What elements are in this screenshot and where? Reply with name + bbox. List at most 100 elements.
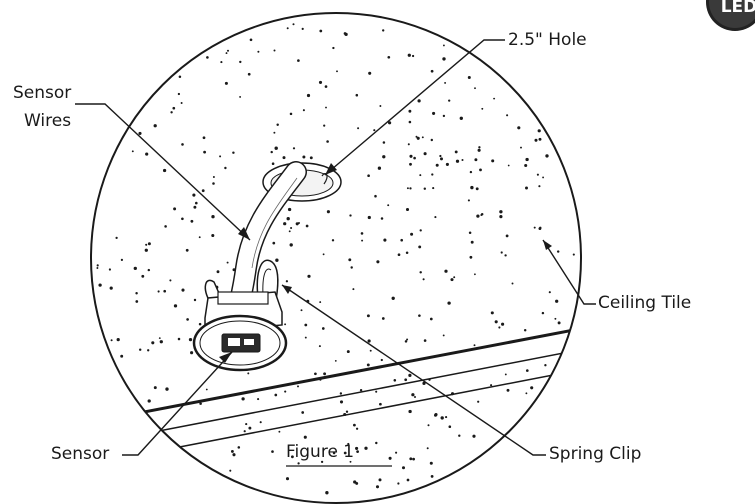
- speckle: [147, 399, 151, 403]
- speckle: [288, 230, 291, 233]
- speckle: [388, 121, 392, 125]
- speckle: [271, 162, 275, 165]
- speckle: [479, 168, 482, 172]
- speckle: [170, 111, 173, 114]
- speckle: [406, 338, 409, 341]
- speckle: [110, 339, 113, 342]
- speckle: [301, 411, 305, 414]
- speckle: [409, 187, 412, 190]
- speckle: [391, 296, 395, 300]
- speckle: [202, 136, 206, 140]
- speckle: [334, 359, 337, 362]
- speckle: [498, 326, 501, 329]
- speckle: [469, 255, 473, 259]
- speckle: [292, 23, 295, 26]
- speckle: [434, 216, 437, 219]
- speckle: [517, 126, 521, 130]
- speckle: [501, 322, 505, 326]
- speckle: [273, 49, 276, 52]
- speckle: [572, 253, 575, 256]
- speckle: [274, 146, 278, 150]
- speckle: [229, 469, 232, 472]
- speckle: [159, 340, 163, 344]
- speckle: [369, 349, 372, 352]
- speckle: [237, 446, 241, 449]
- speckle: [387, 204, 390, 207]
- speckle: [108, 268, 111, 271]
- speckle: [444, 269, 448, 273]
- speckle: [408, 120, 412, 124]
- speckle: [445, 416, 448, 419]
- speckle: [345, 410, 349, 413]
- speckle: [468, 231, 472, 234]
- speckle: [212, 182, 215, 185]
- speckle: [306, 93, 311, 98]
- speckle: [297, 59, 300, 62]
- speckle: [314, 372, 317, 376]
- speckle: [429, 461, 433, 465]
- label-hole: 2.5" Hole: [508, 30, 587, 50]
- speckle: [445, 162, 449, 166]
- leader-ceiling-tile: [542, 239, 596, 305]
- speckle: [419, 174, 422, 177]
- speckle: [211, 215, 215, 219]
- arrowhead-sensor-wires: [238, 227, 250, 240]
- speckle: [287, 207, 292, 212]
- arrowhead-sensor: [219, 352, 232, 363]
- speckle: [290, 226, 293, 230]
- speckle: [173, 304, 178, 308]
- speckle: [506, 388, 510, 392]
- speckle: [533, 226, 536, 229]
- speckle: [418, 245, 422, 249]
- speckle: [147, 268, 151, 272]
- speckle: [224, 166, 227, 170]
- speckle: [377, 166, 382, 170]
- speckle: [429, 317, 433, 321]
- speckle: [542, 176, 545, 179]
- speckle: [190, 219, 194, 223]
- speckle: [505, 234, 509, 238]
- speckle: [96, 267, 99, 269]
- speckle: [273, 131, 276, 134]
- speckle: [131, 150, 134, 153]
- label-sensor-wires-line1: Sensor: [13, 83, 72, 103]
- speckle: [427, 424, 430, 427]
- speckle: [216, 270, 220, 274]
- speckle: [410, 232, 414, 236]
- speckle: [541, 311, 545, 315]
- speckle: [190, 351, 194, 355]
- speckle: [444, 81, 447, 84]
- speckle: [481, 107, 484, 110]
- speckle: [241, 397, 245, 401]
- speckle: [426, 447, 429, 450]
- speckle: [325, 491, 329, 495]
- speckle: [367, 174, 370, 178]
- speckle: [304, 323, 308, 327]
- speckle: [450, 278, 454, 282]
- speckle: [440, 416, 444, 420]
- speckle: [220, 61, 223, 64]
- speckle: [458, 434, 461, 437]
- speckle: [357, 127, 360, 130]
- speckle: [297, 462, 300, 465]
- speckle: [307, 274, 311, 278]
- speckle: [493, 97, 496, 100]
- speckle: [432, 187, 435, 190]
- speckle: [203, 150, 207, 154]
- speckle: [120, 258, 124, 262]
- speckle: [286, 217, 290, 221]
- leader-sensor-wires: [75, 103, 251, 241]
- speckle: [245, 423, 248, 426]
- speckle: [272, 241, 276, 245]
- speckle: [375, 485, 380, 489]
- speckle: [147, 242, 151, 246]
- speckle: [322, 253, 325, 256]
- speckle: [138, 131, 142, 135]
- speckle: [408, 409, 412, 414]
- speckle: [239, 95, 242, 98]
- speckle: [282, 156, 286, 160]
- speckle: [355, 93, 359, 97]
- figure-caption: Figure 1: [286, 442, 355, 462]
- speckle: [469, 170, 473, 174]
- speckle: [278, 430, 281, 433]
